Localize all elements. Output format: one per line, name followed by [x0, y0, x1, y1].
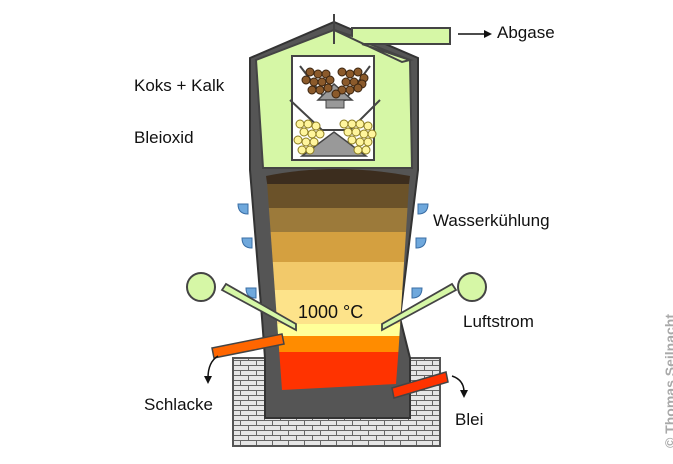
label-temperature: 1000 °C	[298, 302, 364, 322]
label-coke-lime: Koks + Kalk	[134, 76, 225, 95]
lead-oxide-pellet	[295, 119, 305, 129]
furnace-layer	[270, 232, 406, 262]
coke-pellet	[301, 75, 311, 85]
coke-pellet	[309, 77, 319, 87]
furnace-layers	[266, 169, 410, 390]
label-air-flow: Luftstrom	[463, 312, 534, 331]
lead-oxide-pellet	[355, 137, 365, 147]
lead-oxide-pellet	[367, 129, 377, 139]
lead-oxide-pellet	[363, 121, 373, 131]
lead-oxide-pellet	[299, 127, 309, 137]
coke-pellet	[307, 85, 317, 95]
air-tuyere-left	[186, 272, 297, 332]
water-jacket	[417, 203, 429, 215]
furnace-layer	[266, 169, 410, 184]
lead-oxide-pellet	[303, 119, 313, 129]
coke-pellet	[345, 85, 355, 95]
lead-oxide-pellet	[343, 127, 353, 137]
lead-oxide-pellet	[355, 119, 365, 129]
slag-outlet-pipe	[211, 333, 285, 359]
water-jacket	[415, 237, 427, 249]
lead-oxide-pellet	[359, 129, 369, 139]
coke-pellet	[353, 83, 363, 93]
lead-oxide-pellet	[347, 135, 357, 145]
furnace-layer	[279, 352, 399, 390]
coke-pellet	[353, 67, 363, 77]
arrow-down-icon	[451, 375, 468, 398]
furnace-layer	[267, 184, 409, 208]
coke-pellet	[325, 75, 335, 85]
lead-oxide-pellet	[361, 145, 371, 155]
lead-oxide-pellets-icon	[293, 119, 377, 155]
lead-oxide-pellet	[311, 121, 321, 131]
air-tuyere-right	[381, 272, 487, 332]
label-exhaust: Abgase	[497, 23, 555, 42]
arrow-right-icon	[458, 30, 492, 38]
coke-pellet	[305, 67, 315, 77]
water-cooling-jackets	[237, 203, 429, 299]
lead-oxide-pellet	[305, 145, 315, 155]
lead-oxide-pellet	[301, 137, 311, 147]
lead-outlet-pipe	[391, 371, 449, 399]
lead-oxide-pellet	[339, 119, 349, 129]
lead-oxide-pellet	[351, 127, 361, 137]
coke-pellet	[315, 85, 325, 95]
lead-oxide-pellet	[293, 135, 303, 145]
label-lead-oxide: Bleioxid	[134, 128, 194, 147]
water-jacket	[245, 287, 257, 299]
furnace-layer	[274, 290, 403, 324]
coke-pellet	[323, 83, 333, 93]
lead-oxide-pellet	[353, 145, 363, 155]
furnace-layer	[278, 336, 400, 352]
water-jacket	[411, 287, 423, 299]
lead-oxide-pellet	[307, 129, 317, 139]
coke-pellet	[317, 77, 327, 87]
label-water-cooling: Wasserkühlung	[433, 211, 550, 230]
label-lead: Blei	[455, 410, 484, 429]
lead-oxide-pellet	[297, 145, 307, 155]
water-jacket	[241, 237, 253, 249]
furnace-layer	[277, 324, 401, 336]
copyright-credit: © Thomas Seilnacht	[662, 313, 673, 448]
furnace-layer	[268, 208, 408, 232]
lead-oxide-pellet	[315, 129, 325, 139]
coke-pellet	[313, 69, 323, 79]
coke-pellet	[345, 69, 355, 79]
coke-pellets-icon	[301, 67, 369, 99]
arrow-down-icon	[204, 355, 219, 384]
water-jacket	[237, 203, 249, 215]
furnace-layer	[272, 262, 405, 290]
coke-pellet	[337, 67, 347, 77]
lead-oxide-pellet	[347, 119, 357, 129]
exhaust-duct	[333, 27, 451, 64]
coke-pellet	[331, 89, 341, 99]
label-slag: Schlacke	[144, 395, 213, 414]
lead-oxide-pellet	[363, 137, 373, 147]
coke-pellet	[341, 77, 351, 87]
lead-oxide-pellet	[309, 137, 319, 147]
